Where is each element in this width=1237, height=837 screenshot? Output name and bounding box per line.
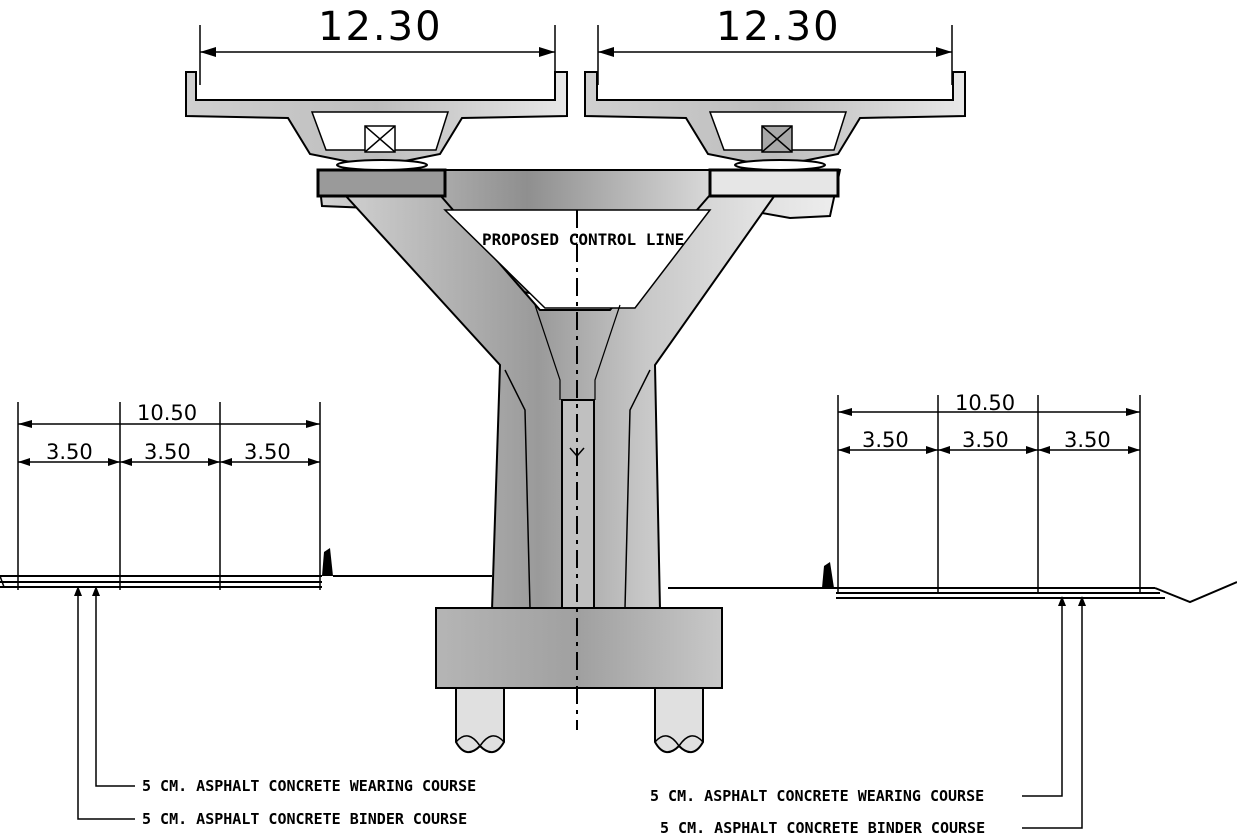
note-leaders-left — [74, 586, 135, 820]
bearing-left — [316, 168, 447, 198]
note-right-wearing: 5 CM. ASPHALT CONCRETE WEARING COURSE — [650, 787, 984, 805]
note-right-binder: 5 CM. ASPHALT CONCRETE BINDER COURSE — [660, 819, 985, 837]
pile-left — [455, 687, 505, 753]
note-left-wearing: 5 CM. ASPHALT CONCRETE WEARING COURSE — [142, 777, 476, 795]
svg-text:3.50: 3.50 — [46, 440, 93, 464]
svg-text:10.50: 10.50 — [955, 391, 1015, 415]
footing — [435, 607, 723, 689]
note-left-binder: 5 CM. ASPHALT CONCRETE BINDER COURSE — [142, 810, 467, 828]
control-line-label: PROPOSED CONTROL LINE — [482, 230, 684, 249]
pile-right — [654, 687, 704, 753]
pier — [316, 168, 842, 753]
bearing-right — [708, 168, 840, 198]
svg-text:3.50: 3.50 — [1064, 428, 1111, 452]
deck-dimension-right: 12.30 — [597, 4, 953, 85]
svg-text:3.50: 3.50 — [862, 428, 909, 452]
svg-text:3.50: 3.50 — [244, 440, 291, 464]
deck-right — [584, 71, 966, 171]
right-roadway: 10.50 3.50 3.50 3.50 — [668, 391, 1237, 604]
deck-left — [185, 71, 568, 171]
svg-text:3.50: 3.50 — [144, 440, 191, 464]
note-leaders-right — [1022, 596, 1086, 829]
svg-text:3.50: 3.50 — [962, 428, 1009, 452]
left-roadway: 10.50 3.50 3.50 3.50 — [0, 401, 492, 590]
svg-text:12.30: 12.30 — [716, 4, 841, 50]
svg-text:10.50: 10.50 — [137, 401, 197, 425]
deck-dimension-left: 12.30 — [199, 4, 556, 85]
svg-text:12.30: 12.30 — [318, 4, 443, 50]
